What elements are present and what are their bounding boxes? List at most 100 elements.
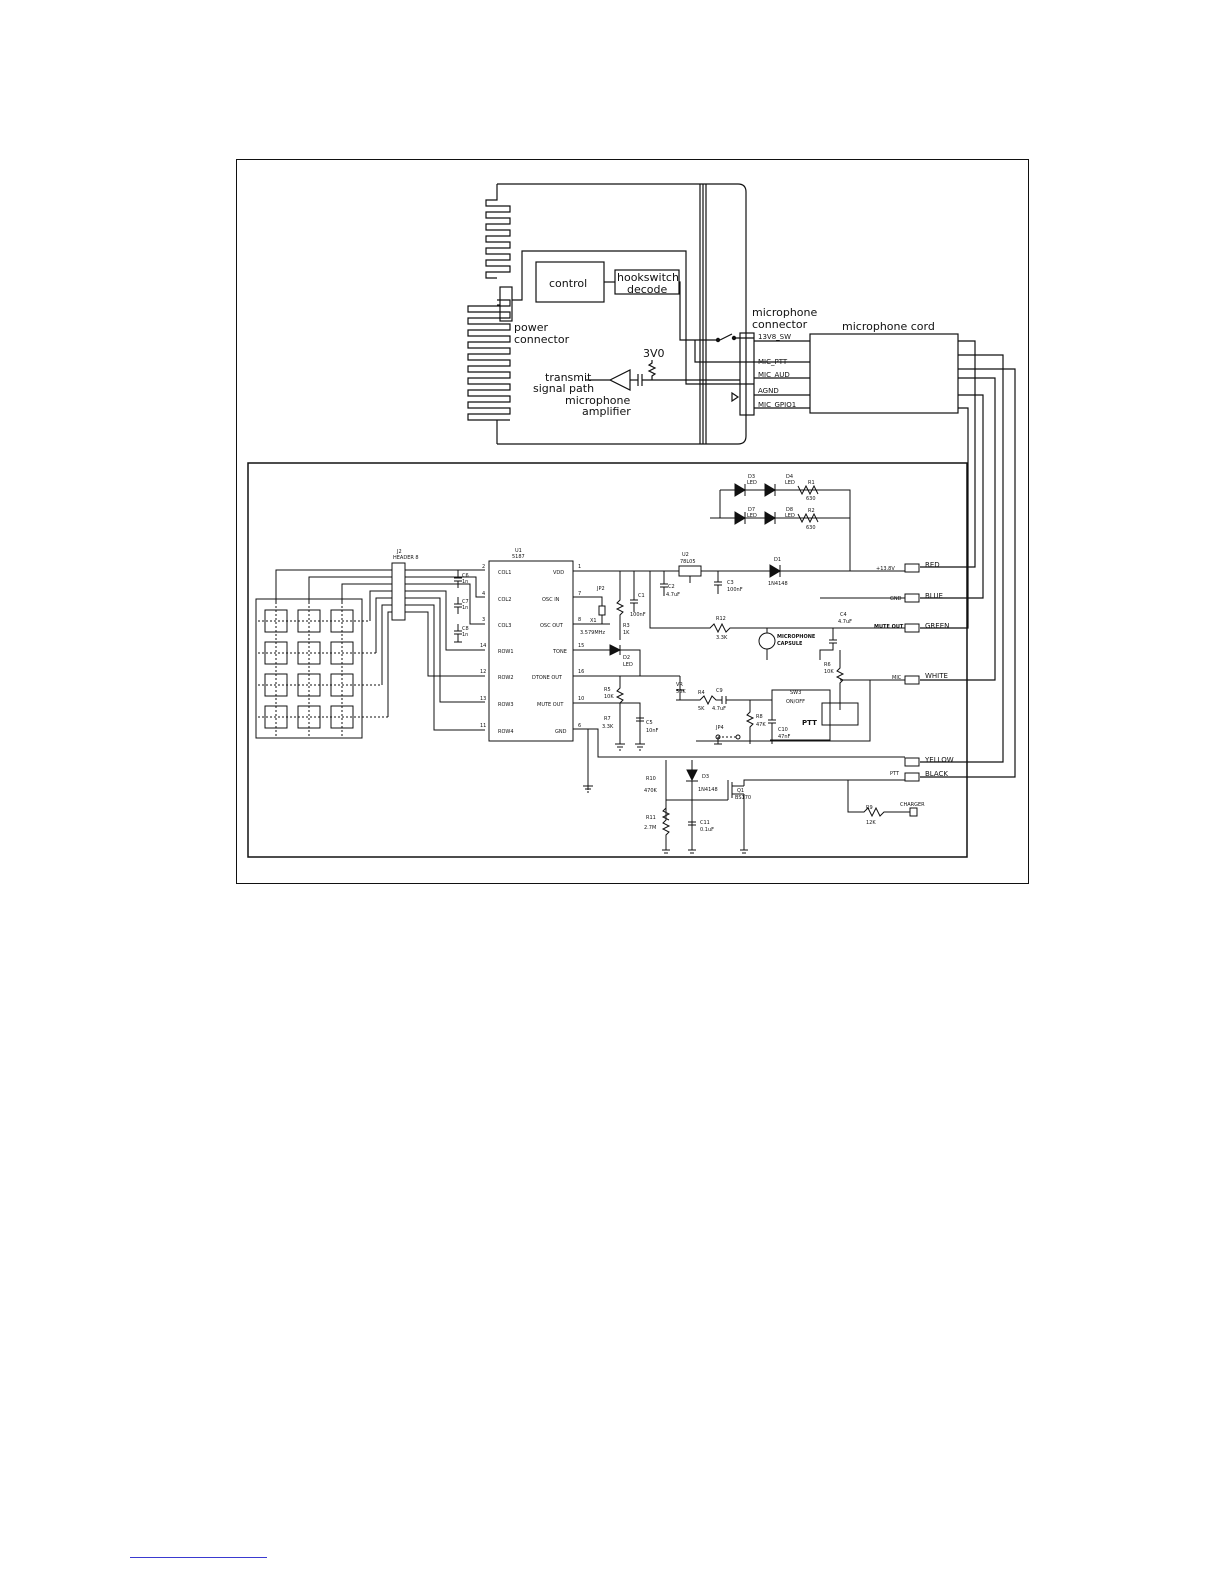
r6-val: 10K: [824, 669, 834, 675]
d7-led-val: LED: [747, 513, 757, 519]
r4-ref: R4: [698, 690, 705, 696]
charger-label: CHARGER: [900, 802, 925, 808]
u1-part: 5187: [512, 554, 525, 560]
c2-val: 4.7uF: [666, 592, 680, 598]
signal-path-label: signal path: [533, 382, 594, 395]
c10-val: 47nF: [778, 734, 791, 740]
u1-num-13: 13: [480, 696, 486, 702]
heatsink-upper: [485, 184, 511, 279]
d2-val: LED: [623, 662, 633, 668]
u1-pin-vdd: VDD: [553, 570, 564, 576]
led-d2-icon: [609, 644, 622, 656]
net-ptt: PTT: [890, 771, 900, 777]
jp2-label: JP2: [596, 586, 605, 592]
u1-pin-osc-in: OSC IN: [542, 597, 560, 603]
j2-ref: J2: [396, 549, 402, 555]
vr-ref: VR: [676, 682, 683, 688]
radio-housing: [497, 183, 747, 445]
c5-val: 10nF: [646, 728, 659, 734]
charger-terminal: [909, 807, 918, 817]
microphone-cord-box: [809, 333, 959, 414]
figure-frame: [236, 159, 1029, 884]
r3-val: 1K: [623, 630, 630, 636]
mic-cord-label: microphone cord: [842, 320, 935, 333]
c3-val: 100nF: [727, 587, 743, 593]
wire-black: BLACK: [925, 770, 948, 778]
u1-pin-osc-out: OSC OUT: [540, 623, 564, 629]
u1-ref: U1: [515, 548, 522, 554]
c1-val: 100nF: [630, 612, 646, 618]
amp-label: microphone: [565, 394, 630, 407]
r8-ref: R8: [756, 714, 763, 720]
d7-led-ref: D7: [748, 507, 755, 513]
u1-pin-row1: ROW1: [498, 649, 514, 655]
ptt-label: PTT: [802, 719, 817, 727]
r2-ref: R2: [808, 508, 815, 514]
c11-val: 0.1uF: [700, 827, 714, 833]
c2-ref: C2: [668, 584, 675, 590]
r1-val: 630: [806, 496, 816, 502]
d2-ref: D2: [623, 655, 630, 661]
r10-val: 470K: [644, 788, 658, 794]
mic-connector-label: microphone: [752, 306, 817, 319]
q1-val: BS170: [735, 795, 751, 801]
r9-val: 12K: [866, 820, 876, 826]
c5-ref: C5: [646, 720, 653, 726]
v3-label: 3V0: [643, 347, 665, 360]
u1-num-15: 15: [578, 643, 584, 649]
x1-ref: X1: [590, 618, 597, 624]
wire-green: GREEN: [925, 622, 949, 630]
regulator-u2: [678, 565, 702, 577]
heatsink-lower: [467, 299, 511, 444]
c9-ref: C9: [716, 688, 723, 694]
net-gnd: GND: [890, 596, 902, 602]
c9-val: 4.7uF: [712, 706, 726, 712]
r6-ref: R6: [824, 662, 831, 668]
microphone-amplifier-icon: [608, 369, 631, 391]
r9-ref: R9: [866, 805, 873, 811]
lower-block: [247, 462, 968, 858]
r10-ref: R10: [646, 776, 656, 782]
d1-ref: D1: [774, 557, 781, 563]
diode-d3-icon: [686, 769, 698, 782]
microphone-capsule-icon: [758, 632, 776, 650]
net-13v8: +13.8V: [876, 566, 895, 572]
transmit-label: transmit: [545, 371, 592, 384]
output-terminals: [904, 563, 920, 782]
c11-ref: C11: [700, 820, 710, 826]
diode-d1-icon: [769, 564, 781, 578]
c10-ref: C10: [778, 727, 788, 733]
c8-ref: C8: [462, 626, 469, 632]
mic-connector-label-2: connector: [752, 318, 808, 331]
wire-white: WHITE: [925, 672, 948, 680]
r5-ref: R5: [604, 687, 611, 693]
r11-val: 2.7M: [644, 825, 656, 831]
pin-agnd: AGND: [758, 387, 779, 395]
d4-led-val: LED: [785, 480, 795, 486]
d3-led-ref: D3: [748, 474, 755, 480]
pin-mic-ptt: MIC_PTT: [758, 358, 788, 366]
u2-ref: U2: [682, 552, 689, 558]
crystal-x1: [598, 605, 606, 616]
power-connector-label-2: connector: [514, 333, 570, 346]
decode-label: decode: [627, 283, 668, 296]
u1-pin-dtone-out: DTONE OUT: [532, 675, 563, 681]
control-label: control: [549, 277, 587, 290]
microphone-pcb-frame: [247, 462, 968, 858]
r12-val: 3.3K: [716, 635, 728, 641]
net-mute-out: MUTE OUT: [874, 624, 904, 630]
lower-labels: J2 HEADER 8 U1 5187 COL1 COL2 COL3 ROW1 …: [393, 474, 954, 833]
pin-mic-aud: MIC_AUD: [758, 371, 790, 379]
pin-mic-gpio1: MIC_GPIO1: [758, 401, 796, 409]
u1-pin-col1: COL1: [498, 570, 511, 576]
u1-num-7: 7: [578, 591, 581, 597]
u1-pin-mute-out: MUTE OUT: [537, 702, 564, 708]
agnd-symbol: [731, 391, 740, 403]
u1-num-11: 11: [480, 723, 486, 729]
power-connector-label: power: [514, 321, 548, 334]
caps-c6-c8: [454, 570, 462, 643]
wire-yellow: YELLOW: [924, 756, 954, 764]
vr-val: 50K: [676, 689, 686, 695]
d1-val: 1N4148: [768, 581, 788, 587]
